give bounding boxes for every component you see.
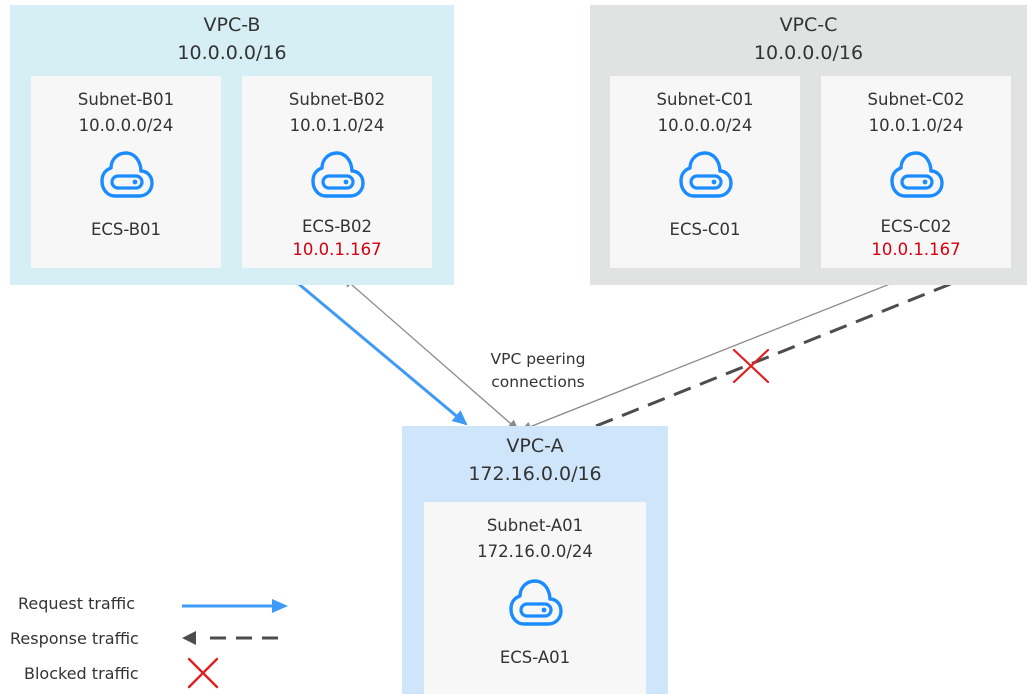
ecs-c02-ip: 10.0.1.167: [871, 240, 961, 259]
subnet-a01-cidr: 172.16.0.0/24: [477, 542, 593, 561]
subnet-b02-box: Subnet-B02 10.0.1.0/24 ECS-B02 10.0.1.16…: [242, 76, 432, 268]
subnet-a01-name: Subnet-A01: [486, 516, 584, 535]
subnet-c02-name: Subnet-C02: [867, 90, 965, 109]
legend-response-label: Response traffic: [10, 629, 139, 648]
legend-blocked-label: Blocked traffic: [24, 664, 139, 683]
peering-line-c: [520, 271, 921, 432]
peering-label-line2: connections: [491, 373, 585, 391]
blocked-mark: [732, 348, 770, 384]
legend-blocked-x: [187, 657, 219, 689]
ecs-b02-ip: 10.0.1.167: [292, 240, 382, 259]
subnet-c01-name: Subnet-C01: [656, 90, 754, 109]
subnet-c01-cidr: 10.0.0.0/24: [657, 116, 753, 135]
cloud-server-icon: [311, 151, 365, 198]
ecs-a01-name: ECS-A01: [499, 648, 571, 667]
legend-request-label: Request traffic: [18, 594, 135, 613]
vpc-c-cidr: 10.0.0.0/16: [753, 42, 864, 64]
cloud-server-icon: [509, 579, 563, 626]
legend-request-arrow: [182, 599, 288, 613]
vpc-b-box: VPC-B 10.0.0.0/16 Subnet-B01 10.0.0.0/24…: [10, 5, 454, 285]
cloud-server-icon: [100, 151, 154, 198]
request-arrow: [293, 278, 468, 426]
subnet-b01-cidr: 10.0.0.0/24: [78, 116, 174, 135]
response-arrow-dashed: [595, 271, 979, 428]
ecs-c02-name: ECS-C02: [880, 217, 952, 236]
ecs-b02-name: ECS-B02: [301, 217, 373, 236]
subnet-b01-name: Subnet-B01: [77, 90, 175, 109]
peering-label-line1: VPC peering: [490, 350, 586, 368]
subnet-c02-box: Subnet-C02 10.0.1.0/24 ECS-C02 10.0.1.16…: [821, 76, 1011, 268]
vpc-a-cidr: 172.16.0.0/16: [468, 463, 602, 485]
vpc-a-box: VPC-A 172.16.0.0/16 Subnet-A01 172.16.0.…: [402, 426, 668, 694]
peering-label: VPC peering connections: [468, 348, 608, 394]
peering-line-b: [342, 276, 519, 431]
vpc-c-box: VPC-C 10.0.0.0/16 Subnet-C01 10.0.0.0/24…: [590, 5, 1027, 285]
vpc-b-name: VPC-B: [203, 14, 261, 36]
subnet-c02-cidr: 10.0.1.0/24: [868, 116, 964, 135]
vpc-a-name: VPC-A: [506, 435, 564, 457]
subnet-b02-name: Subnet-B02: [288, 90, 386, 109]
subnet-b02-cidr: 10.0.1.0/24: [289, 116, 385, 135]
subnet-a01-box: Subnet-A01 172.16.0.0/24 ECS-A01: [424, 502, 646, 694]
ecs-b01-name: ECS-B01: [90, 220, 162, 239]
legend-response-arrow: [182, 631, 286, 645]
subnet-b01-box: Subnet-B01 10.0.0.0/24 ECS-B01: [31, 76, 221, 268]
vpc-c-name: VPC-C: [779, 14, 838, 36]
ecs-c01-name: ECS-C01: [669, 220, 741, 239]
subnet-c01-box: Subnet-C01 10.0.0.0/24 ECS-C01: [610, 76, 800, 268]
cloud-server-icon: [679, 151, 733, 198]
vpc-b-cidr: 10.0.0.0/16: [177, 42, 287, 64]
cloud-server-icon: [890, 151, 944, 198]
